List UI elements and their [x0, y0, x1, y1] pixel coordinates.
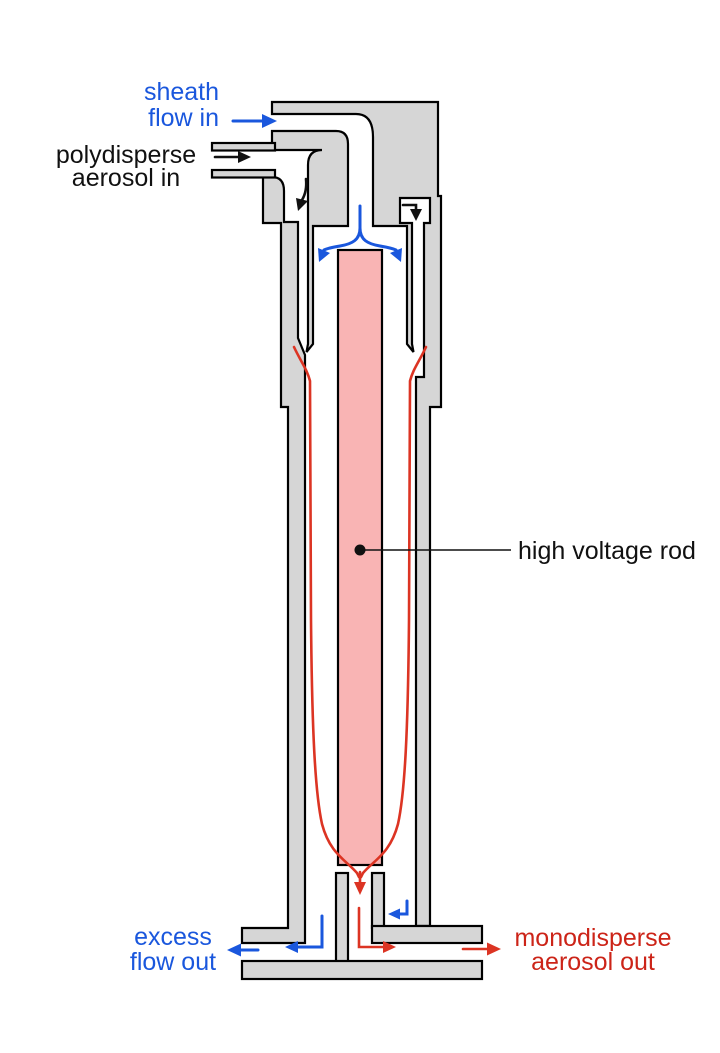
outlet-tube-right-wall: [370, 871, 386, 930]
monodisperse-aerosol-out-label-line2: aerosol out: [531, 948, 655, 976]
sheath-split-left-head: [318, 248, 330, 262]
aerosol-inlet-pipe-top-wall: [210, 141, 277, 152]
high-voltage-rod-label: high voltage rod: [518, 537, 696, 565]
excess-right-corner-arrow-shaft: [395, 899, 409, 916]
excess-elbow-arrow-head: [285, 941, 298, 953]
sheath-split-right-head: [390, 248, 402, 262]
monodisperse-elbow-arrow-shaft: [357, 906, 387, 949]
aerosol-in-arrow-head: [238, 151, 251, 163]
monodisperse-aerosol-out-label-line1: monodisperse: [514, 924, 671, 952]
polydisperse-aerosol-in-label-line2: aerosol in: [72, 164, 180, 192]
outer-shell-right-wall: [270, 100, 443, 928]
aerosol-inlet-pipe-bottom-wall: [210, 168, 277, 179]
sheath-flow-in-label-line2: flow in: [148, 104, 219, 132]
sheath-flow-in-label-line1: sheath: [144, 78, 219, 106]
polydisperse-aerosol-in-label-line1: polydisperse: [56, 141, 196, 169]
aerosol-streamline-right: [359, 345, 428, 879]
excess-flow-out-label-line1: excess: [134, 923, 212, 951]
aerosol-streamline-left: [292, 345, 361, 879]
aerosol-channel-down-arrow-head: [296, 198, 308, 211]
monodisperse-exit-arrow-head: [487, 942, 501, 956]
bottom-flange-right: [370, 924, 484, 945]
sheath-in-arrow-head: [262, 114, 277, 128]
monodisperse-elbow-arrow-head: [383, 941, 396, 953]
sheath-split-right: [358, 226, 398, 252]
inner-elbow-block-left: [270, 129, 350, 353]
aerosol-arrow-down-head: [354, 882, 366, 895]
aerosol-channel-down-arrow-shaft: [300, 177, 308, 202]
base-plate: [240, 959, 484, 981]
excess-exit-arrow-head: [227, 943, 241, 957]
excess-right-corner-arrow-head: [388, 908, 400, 920]
excess-flow-out-label-line2: flow out: [130, 948, 216, 976]
excess-elbow-arrow-shaft: [294, 914, 324, 949]
sheath-split-left: [322, 204, 362, 252]
outer-shell-left-wall: [240, 175, 307, 945]
high-voltage-rod: [336, 248, 384, 867]
aerosol-notch-corner-arrow-head: [410, 209, 422, 221]
outlet-tube-left-wall: [334, 871, 350, 967]
